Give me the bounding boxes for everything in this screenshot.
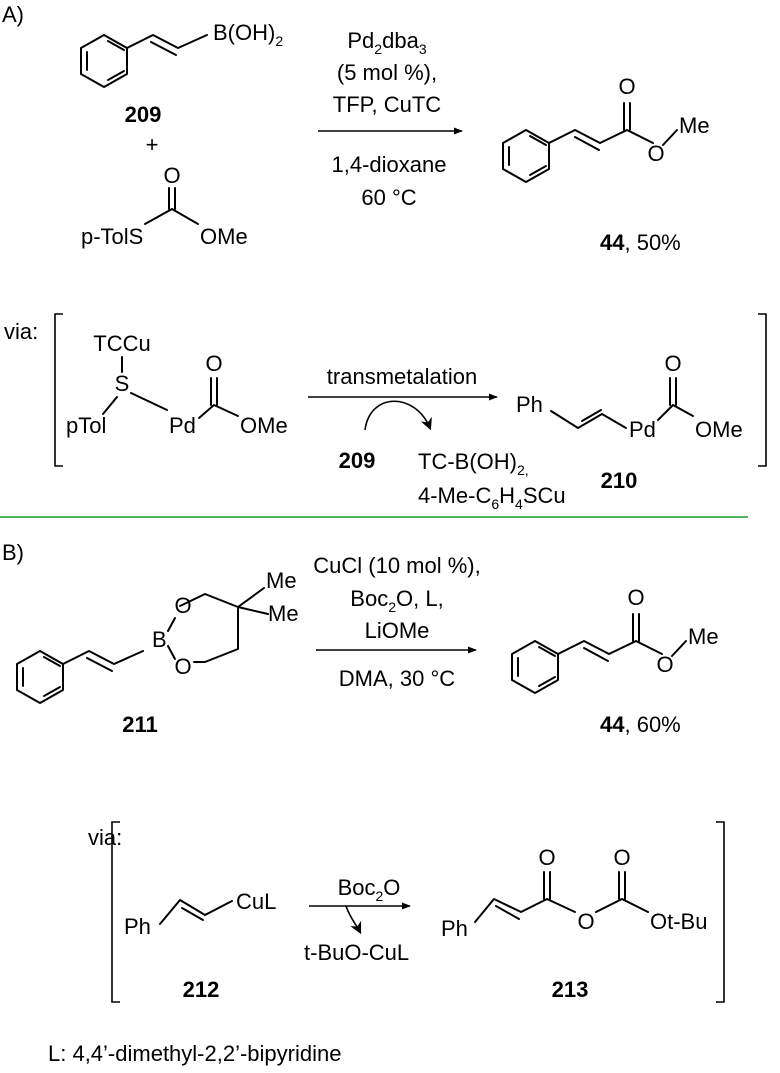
- styrylboronic-acid-structure: [80, 34, 208, 88]
- compound-212-label: 212: [183, 977, 220, 1002]
- curved-arrow-b: [345, 905, 362, 935]
- vinyl-copper: CuL: [236, 889, 276, 914]
- palladium-210: Pd: [629, 417, 656, 442]
- sulfur-atom: S: [115, 371, 130, 396]
- carbonyl-oxygen: O: [163, 163, 180, 188]
- condition-catalyst: Pd2dba3: [347, 28, 426, 57]
- methyl-cinnamate-structure-b: [511, 613, 687, 694]
- acyl-oxygen: O: [205, 351, 222, 376]
- transmetalation-label: transmetalation: [327, 364, 477, 389]
- product-a-methyl: Me: [679, 113, 710, 138]
- product-a-label: 44, 50%: [600, 230, 681, 255]
- compound-209-reagent: 209: [339, 448, 376, 473]
- product-b-label: 44, 60%: [600, 712, 681, 737]
- methyl-cinnamate-structure-a: [502, 102, 678, 183]
- ligand-footnote: L: 4,4’-dimethyl-2,2’-bipyridine: [48, 1041, 341, 1066]
- byproduct-boronic: TC-B(OH)2,: [418, 449, 529, 478]
- via-label-b: via:: [88, 825, 122, 850]
- boronate-oxygen-bottom: O: [174, 654, 191, 679]
- byproduct-copper-thiolate: 4-Me-C6H4SCu: [418, 483, 566, 512]
- part-a: A) B(OH)2 209 + O p-TolS OMe Pd2dba3 (5 …: [2, 2, 767, 512]
- bracket-right-b: [716, 821, 725, 1003]
- curved-arrow-a: [364, 400, 432, 431]
- boronate-ester-structure: [16, 587, 269, 704]
- compound-210-label: 210: [601, 468, 638, 493]
- product-a-carbonyl-oxygen: O: [618, 74, 635, 99]
- bracket-left-b: [111, 821, 120, 1003]
- tccu-group: TCCu: [93, 331, 150, 356]
- methyl-1: Me: [266, 568, 297, 593]
- acyl-oxygen-210: O: [664, 351, 681, 376]
- product-b-ester-oxygen: O: [656, 652, 673, 677]
- part-a-label: A): [2, 2, 24, 27]
- ptol-group: pTol: [66, 413, 106, 438]
- byproduct-tbuocul: t-BuO-CuL: [304, 940, 409, 965]
- methoxy-group: OMe: [200, 224, 248, 249]
- boronic-acid-group: B(OH)2: [213, 20, 283, 49]
- condition-solvent-temp: DMA, 30 °C: [339, 666, 455, 691]
- phenyl-label-213: Ph: [441, 916, 468, 941]
- methoxy-210: OMe: [695, 417, 743, 442]
- bracket-left-a: [54, 313, 63, 467]
- tert-butoxy-group: Ot-Bu: [650, 909, 707, 934]
- bracket-right-a: [758, 313, 767, 467]
- plus-sign: +: [146, 132, 159, 157]
- condition-reagents: Boc2O, L,: [350, 586, 443, 615]
- anhydride-oxygen-2: O: [613, 845, 630, 870]
- acyl-methoxy: OMe: [240, 413, 288, 438]
- condition-base: LiOMe: [365, 618, 430, 643]
- condition-copper-catalyst: CuCl (10 mol %),: [313, 553, 480, 578]
- via-label-a: via:: [4, 319, 38, 344]
- compound-213-label: 213: [552, 977, 589, 1002]
- compound-211-label: 211: [122, 712, 158, 737]
- phenyl-label-210: Ph: [516, 392, 543, 417]
- product-a-ester-oxygen: O: [647, 141, 664, 166]
- condition-loading: (5 mol %),: [337, 60, 437, 85]
- anhydride-oxygen-1: O: [538, 845, 555, 870]
- compound-209-label: 209: [125, 102, 162, 127]
- condition-additives: TFP, CuTC: [333, 92, 442, 117]
- part-b-label: B): [2, 540, 24, 565]
- boronate-oxygen-top: O: [174, 593, 191, 618]
- phenyl-label-212: Ph: [124, 914, 151, 939]
- part-b: B) O B O Me Me 211 CuCl (10 mol %), Boc2…: [2, 540, 725, 1003]
- p-tolyl-sulfur-group: p-TolS: [81, 224, 143, 249]
- condition-solvent: 1,4-dioxane: [332, 152, 447, 177]
- thiocarbonate-structure: [144, 187, 199, 225]
- boron-atom: B: [152, 627, 167, 652]
- product-b-methyl: Me: [688, 624, 719, 649]
- palladium-atom: Pd: [169, 413, 196, 438]
- condition-temperature: 60 °C: [361, 185, 416, 210]
- methyl-2: Me: [268, 601, 299, 626]
- boc2o-label: Boc2O: [338, 875, 401, 904]
- anhydride-oxygen-bridge: O: [577, 909, 594, 934]
- product-b-carbonyl-oxygen: O: [627, 585, 644, 610]
